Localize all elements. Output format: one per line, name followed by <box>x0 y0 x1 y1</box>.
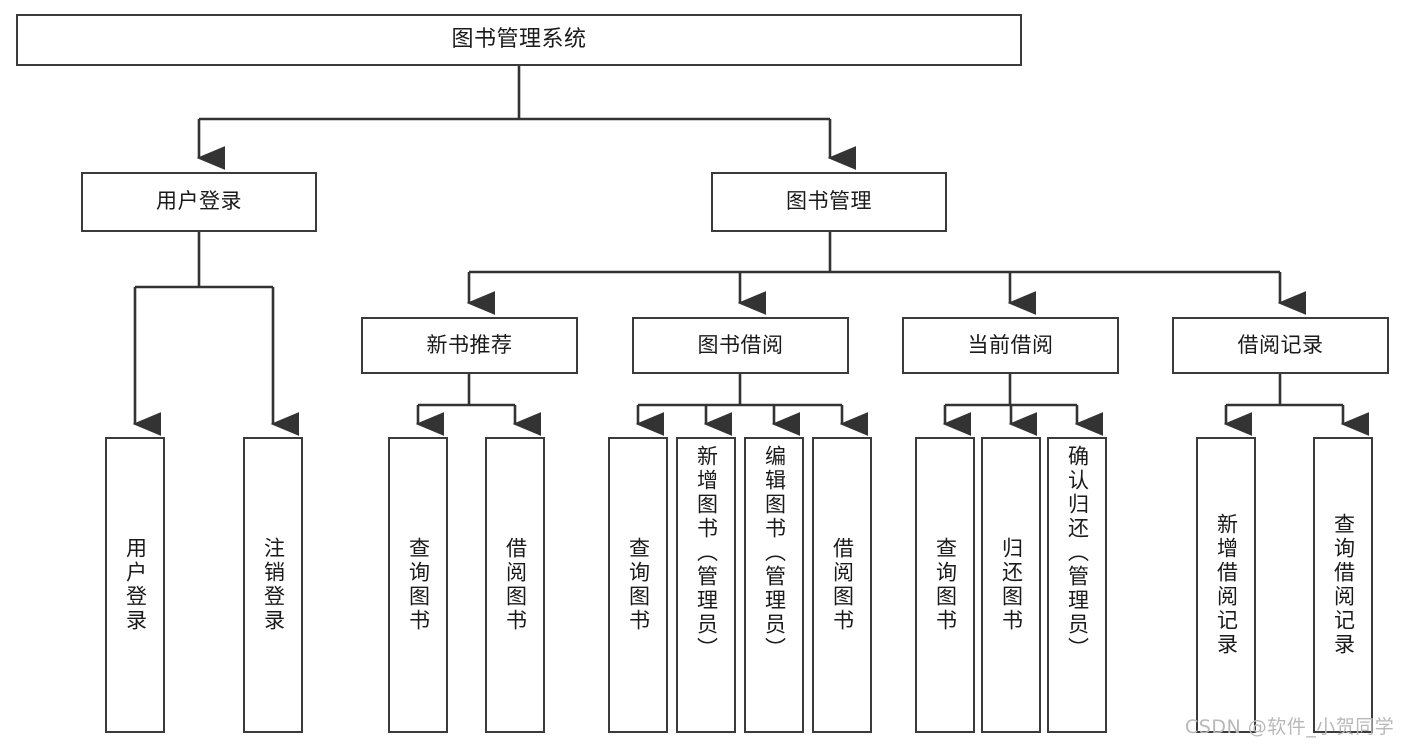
leaf-add-book-admin[interactable]: 新增图书（管理员） <box>676 437 736 733</box>
leaf-query-book-current[interactable]: 查询图书 <box>915 437 975 733</box>
node-book-management[interactable]: 图书管理 <box>711 172 947 232</box>
leaf-return-book[interactable]: 归还图书 <box>981 437 1041 733</box>
node-current-borrow[interactable]: 当前借阅 <box>902 317 1119 374</box>
node-label: 借阅图书 <box>830 537 855 633</box>
node-label: 归还图书 <box>999 537 1024 633</box>
node-label: 图书借阅 <box>697 332 784 357</box>
leaf-logout[interactable]: 注销登录 <box>243 437 303 733</box>
node-new-book-recommend[interactable]: 新书推荐 <box>361 317 578 374</box>
node-root[interactable]: 图书管理系统 <box>16 14 1022 66</box>
leaf-query-borrow-record[interactable]: 查询借阅记录 <box>1313 437 1373 733</box>
leaf-borrow-book-recommend[interactable]: 借阅图书 <box>485 437 545 733</box>
leaf-confirm-return-admin[interactable]: 确认归还（管理员） <box>1047 437 1107 733</box>
node-label: 新书推荐 <box>426 332 513 357</box>
node-label: 图书管理系统 <box>451 26 587 52</box>
node-label: 用户登录 <box>156 189 242 214</box>
node-label: 用户登录 <box>123 537 148 633</box>
node-label: 借阅记录 <box>1237 332 1324 357</box>
leaf-user-login[interactable]: 用户登录 <box>105 437 165 733</box>
node-label: 确认归还（管理员） <box>1065 445 1090 661</box>
leaf-query-book-recommend[interactable]: 查询图书 <box>388 437 448 733</box>
node-label: 借阅图书 <box>503 537 528 633</box>
leaf-borrow-book[interactable]: 借阅图书 <box>812 437 872 733</box>
node-borrow-record[interactable]: 借阅记录 <box>1172 317 1389 374</box>
node-label: 查询图书 <box>933 537 958 633</box>
leaf-add-borrow-record[interactable]: 新增借阅记录 <box>1196 437 1256 733</box>
leaf-edit-book-admin[interactable]: 编辑图书（管理员） <box>744 437 804 733</box>
watermark: CSDN @软件_小贺同学 <box>1185 716 1395 738</box>
node-label: 编辑图书（管理员） <box>762 445 787 661</box>
node-label: 新增图书（管理员） <box>694 445 719 661</box>
node-label: 当前借阅 <box>967 332 1054 357</box>
node-user-login[interactable]: 用户登录 <box>81 172 317 232</box>
node-label: 新增借阅记录 <box>1214 513 1239 657</box>
node-label: 查询图书 <box>626 537 651 633</box>
leaf-query-book-borrow[interactable]: 查询图书 <box>608 437 668 733</box>
node-book-borrow[interactable]: 图书借阅 <box>632 317 849 374</box>
node-label: 查询借阅记录 <box>1331 513 1356 657</box>
node-label: 查询图书 <box>406 537 431 633</box>
node-label: 注销登录 <box>261 537 286 633</box>
node-label: 图书管理 <box>786 189 872 214</box>
